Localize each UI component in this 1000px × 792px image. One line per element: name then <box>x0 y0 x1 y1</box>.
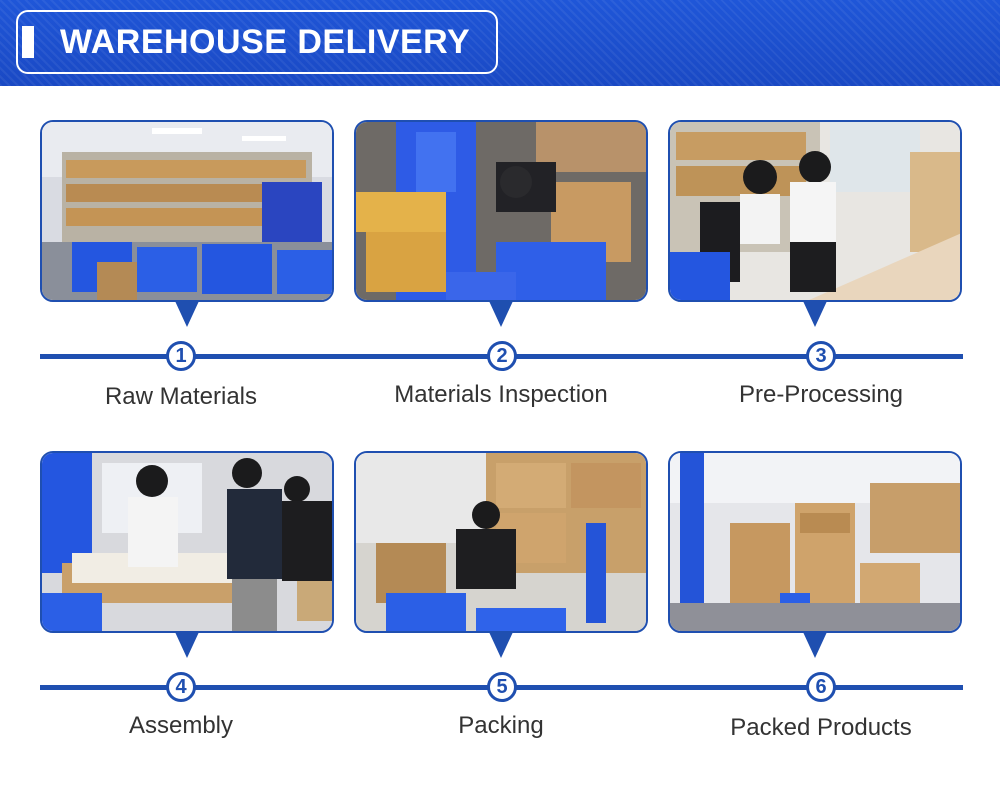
step-number-5: 5 <box>487 672 517 702</box>
pointer-step-1 <box>175 301 199 327</box>
pointer-step-4 <box>175 632 199 658</box>
page-title: WAREHOUSE DELIVERY <box>60 23 471 61</box>
pointer-step-3 <box>803 301 827 327</box>
pointer-step-5 <box>489 632 513 658</box>
photo-pre-processing <box>668 120 962 302</box>
photo-materials-inspection <box>354 120 648 302</box>
step-label-pre-processing: Pre-Processing <box>738 381 904 408</box>
step-number-1: 1 <box>166 341 196 371</box>
step-label-packed-products: Packed Products <box>730 714 912 741</box>
step-number-2: 2 <box>487 341 517 371</box>
photo-packing <box>354 451 648 633</box>
packing-scene <box>356 453 646 631</box>
step-label-raw-materials: Raw Materials <box>104 383 258 410</box>
step-label-materials-inspection: Materials Inspection <box>394 381 608 408</box>
photo-raw-materials <box>40 120 334 302</box>
step-number-4: 4 <box>166 672 196 702</box>
step-number-3: 3 <box>806 341 836 371</box>
title-frame <box>16 10 498 74</box>
photo-assembly <box>40 451 334 633</box>
raw-materials-scene <box>42 122 332 300</box>
header-banner: WAREHOUSE DELIVERY <box>0 0 1000 86</box>
assembly-scene <box>42 453 332 631</box>
pointer-step-2 <box>489 301 513 327</box>
pointer-step-6 <box>803 632 827 658</box>
step-label-packing: Packing <box>458 712 544 739</box>
inspection-scene <box>356 122 646 300</box>
pre-processing-scene <box>670 122 960 300</box>
title-accent-bar <box>22 26 34 58</box>
step-number-6: 6 <box>806 672 836 702</box>
packed-products-scene <box>670 453 960 631</box>
photo-packed-products <box>668 451 962 633</box>
step-label-assembly: Assembly <box>128 712 234 739</box>
